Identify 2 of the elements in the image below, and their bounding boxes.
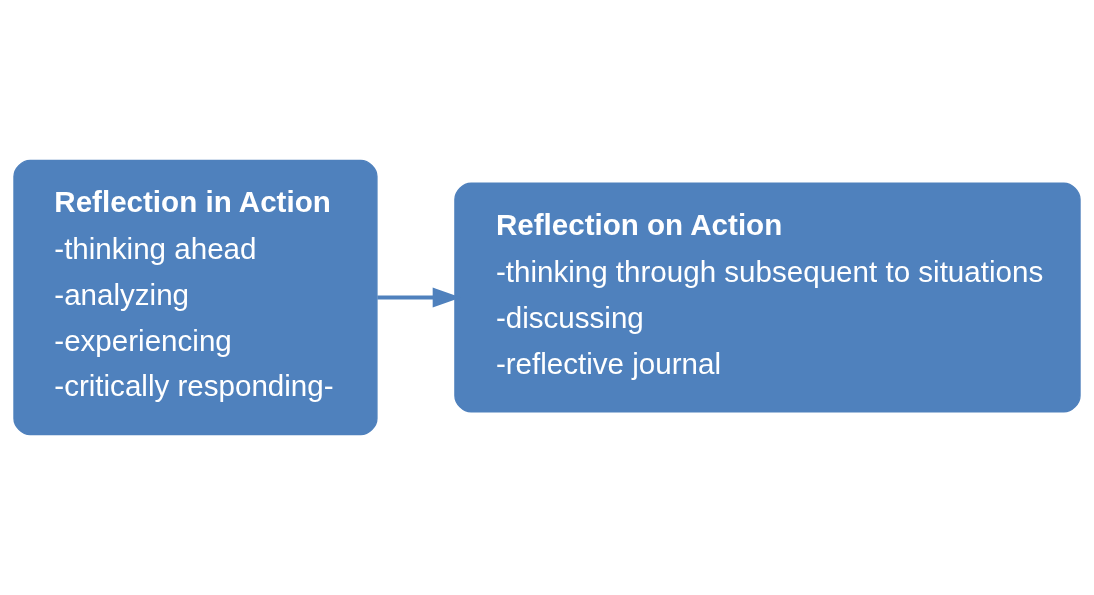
node-box: Reflection in Action -thinking ahead -analyzing -experiencing -critically responding- [13,159,378,436]
node-box: Reflection on Action -thinking through subsequent to situations -discussing -reflective journal [454,182,1081,413]
